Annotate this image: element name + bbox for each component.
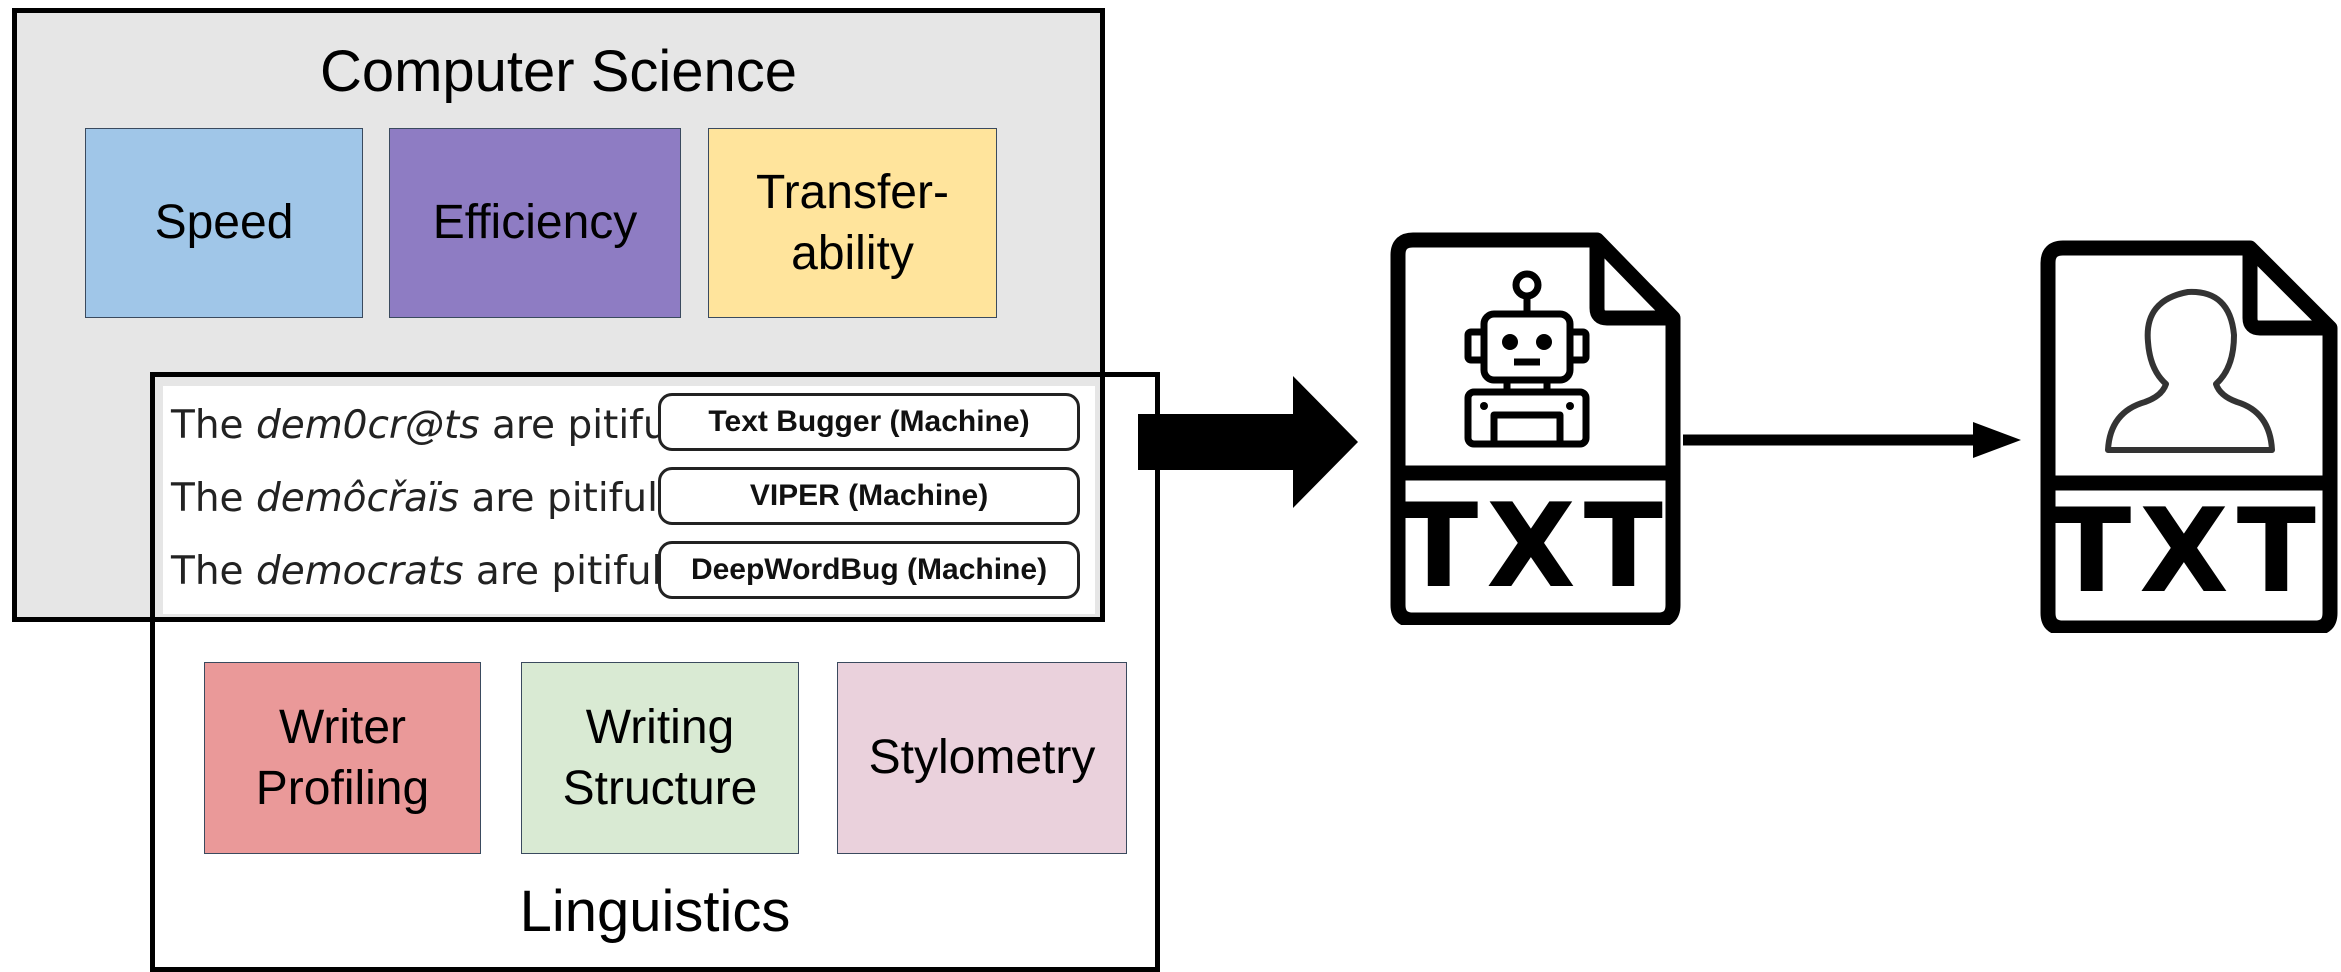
machine-txt-text: TXT xyxy=(1399,479,1671,598)
textbugger-badge: Text Bugger (Machine) xyxy=(658,393,1080,451)
example-sentence-3: The democrats are pitiful xyxy=(171,549,663,594)
example-sentence-1: The dem0cr@ts are pitiful xyxy=(171,403,678,448)
robot-icon xyxy=(1464,270,1590,448)
example-prefix: The xyxy=(171,476,256,521)
example-suffix: are pitiful xyxy=(459,476,658,521)
human-txt-text: TXT xyxy=(2052,484,2324,603)
machine-txt-label: TXT xyxy=(1399,479,1671,598)
block-arrow-icon xyxy=(1138,376,1358,508)
computer-science-title: Computer Science xyxy=(319,39,798,104)
example-suffix: are pitiful xyxy=(479,403,679,448)
example-prefix: The xyxy=(171,549,256,594)
example-perturbed-word: demôcřaïs xyxy=(255,476,460,521)
example-perturbed-word: dem0cr@ts xyxy=(255,403,480,448)
example-perturbed-word: democrats xyxy=(255,549,464,594)
transferability-box: Transfer- ability xyxy=(708,128,997,318)
human-txt-label: TXT xyxy=(2052,484,2324,603)
stylometry-box: Stylometry xyxy=(837,662,1127,854)
writing-structure-box: Writing Structure xyxy=(521,662,799,854)
deepwordbug-badge: DeepWordBug (Machine) xyxy=(658,541,1080,599)
writer-profiling-box: Writer Profiling xyxy=(204,662,481,854)
linguistics-title: Linguistics xyxy=(519,879,791,944)
efficiency-box: Efficiency xyxy=(389,128,681,318)
viper-badge: VIPER (Machine) xyxy=(658,467,1080,525)
example-sentence-2: The demôcřaïs are pitiful xyxy=(171,476,661,521)
example-prefix: The xyxy=(171,403,256,448)
person-icon xyxy=(2105,288,2275,453)
arrow-right-icon xyxy=(1683,422,2021,458)
speed-box: Speed xyxy=(85,128,363,318)
example-suffix: are pitiful xyxy=(463,549,663,594)
human-text-file-icon xyxy=(2040,240,2338,633)
